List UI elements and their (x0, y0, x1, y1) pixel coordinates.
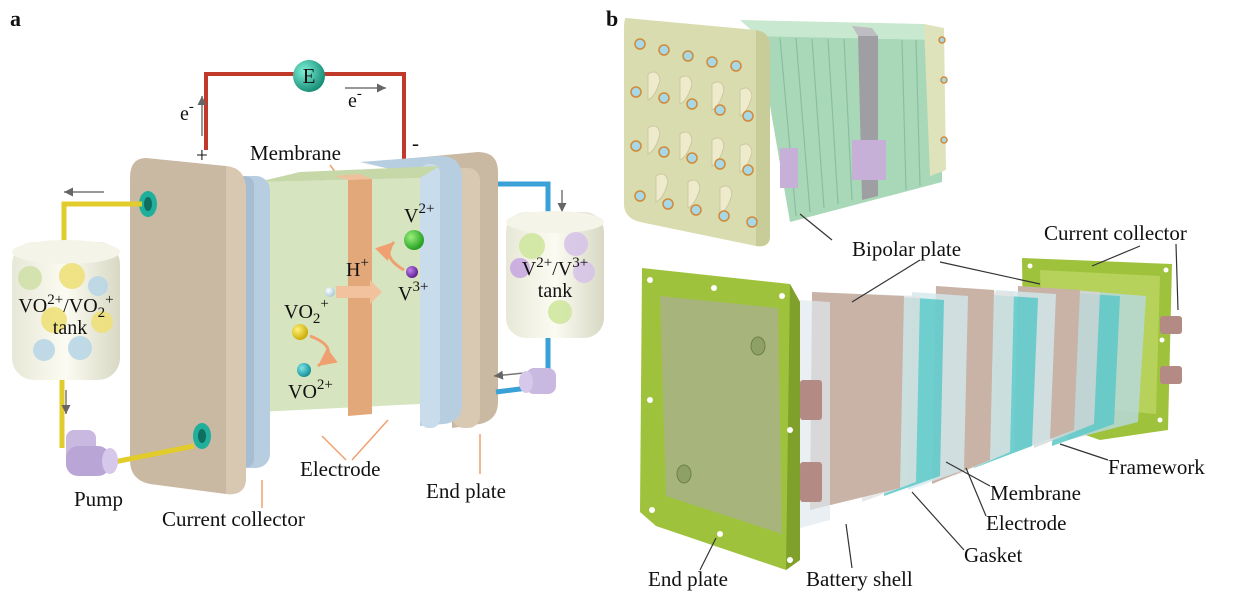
right-tank: V2+/V3+ tank (506, 211, 604, 338)
left-tank: VO2+/VO2+ tank (12, 240, 120, 380)
left-tank-label: tank (53, 317, 87, 339)
reaction-arrow-positive (309, 334, 338, 368)
expand-pointer (799, 213, 833, 241)
electrode-pointers (321, 419, 389, 461)
ion-v2-ball (404, 230, 424, 250)
ion-vo2plus-label: VO2+ (284, 296, 329, 327)
electron-label-left: e- (180, 99, 194, 125)
panel-b-letter: b (606, 6, 618, 31)
bipolar-plate-label: Bipolar plate (852, 237, 961, 261)
proton-label: H+ (346, 255, 369, 281)
current-collector-right (360, 156, 462, 428)
assembled-stack (624, 18, 948, 247)
ion-v3-label: V3+ (398, 279, 428, 305)
membrane-label-b: Membrane (990, 481, 1081, 505)
end-plate-label: End plate (426, 479, 506, 503)
exploded-end-plate-front (640, 268, 800, 570)
inlet-port-bottom (193, 423, 211, 449)
pump-right-icon (519, 368, 556, 394)
inlet-port-top (139, 191, 157, 217)
proton-ball (325, 287, 335, 297)
membrane-label: Membrane (250, 141, 341, 165)
positive-sign: + (196, 143, 208, 167)
ion-vo2-ball (297, 363, 311, 377)
ion-v2-label: V2+ (404, 201, 434, 227)
end-plate-left (130, 158, 246, 495)
ion-vo2-label: VO2+ (288, 377, 333, 403)
power-source-icon: E (293, 60, 325, 92)
framework-label: Framework (1108, 455, 1205, 479)
current-collector-tabs (1160, 316, 1182, 384)
negative-sign: - (412, 131, 419, 155)
proton-transfer-arrow (336, 280, 382, 304)
end-plate-label-b: End plate (648, 567, 728, 591)
exploded-sheets (800, 286, 1146, 528)
external-circuit-wire (204, 72, 406, 168)
front-collector-tabs (800, 380, 822, 502)
pump-icon (66, 430, 118, 476)
electrode-label-b: Electrode (986, 511, 1066, 535)
current-collector-label-b: Current collector (1044, 221, 1187, 245)
panel-b-pointers (699, 243, 1179, 571)
pump-label: Pump (74, 487, 123, 511)
ion-v3-ball (406, 266, 418, 278)
right-tank-label: tank (538, 280, 572, 302)
gasket-label: Gasket (964, 543, 1022, 567)
electron-label-right: e- (348, 86, 362, 112)
left-tank-species: VO2+/VO2+ (18, 292, 113, 321)
electrode-label: Electrode (300, 457, 380, 481)
battery-shell-label: Battery shell (806, 567, 913, 591)
reaction-arrow-negative (374, 240, 405, 272)
source-label: E (303, 64, 316, 88)
current-collector-label: Current collector (162, 507, 305, 531)
ion-vo2plus-ball (292, 324, 308, 340)
right-tank-species: V2+/V3+ (522, 255, 588, 280)
panel-a-letter: a (10, 6, 21, 31)
